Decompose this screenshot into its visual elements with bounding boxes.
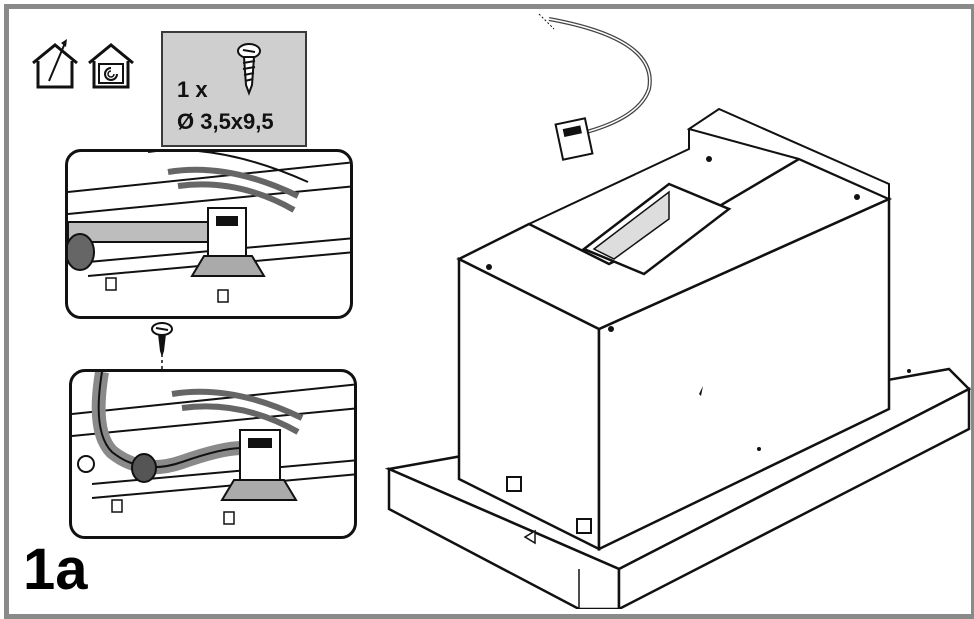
screw-icon: [151, 322, 173, 357]
screw-icon: [237, 43, 261, 96]
step-label: 1a: [23, 537, 88, 602]
screw-size: Ø 3,5x9,5: [177, 109, 274, 134]
house-recirculation-icon: [88, 43, 134, 89]
cooker-hood-drawing: [384, 13, 972, 609]
detail-plug-before: [65, 149, 353, 319]
detail-plug-secured: [69, 369, 357, 539]
illustration-frame: 1 x Ø 3,5x9,5: [4, 4, 974, 619]
screw-quantity: 1 x: [177, 77, 208, 102]
screw-spec-box: 1 x Ø 3,5x9,5: [161, 31, 307, 147]
house-chimney-icon: [32, 39, 78, 89]
